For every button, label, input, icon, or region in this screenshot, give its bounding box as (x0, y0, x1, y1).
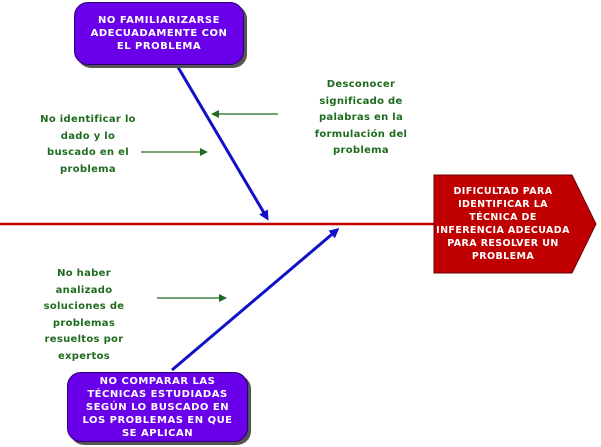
cause-box-bottom: NO COMPARAR LAS TÉCNICAS ESTUDIADAS SEGÚ… (67, 372, 248, 442)
effect-shape (433, 174, 597, 274)
cause-bottom-text: NO COMPARAR LAS TÉCNICAS ESTUDIADAS SEGÚ… (82, 375, 233, 439)
cause-box-top: NO FAMILIARIZARSE ADECUADAMENTE CON EL P… (74, 2, 244, 65)
cause-top-text: NO FAMILIARIZARSE ADECUADAMENTE CON EL P… (90, 15, 228, 52)
top-bone-arrow (173, 61, 269, 221)
sub-cause-no-haber: No haber analizado soluciones de problem… (43, 268, 125, 362)
sub-cause-desconocer: Desconocer significado de palabras en la… (314, 79, 408, 156)
bottom-bone-arrow (171, 228, 340, 372)
sub-cause-no-identificar: No identificar lo dado y lo buscado en e… (40, 114, 136, 175)
effect-text: DIFICULTAD PARA IDENTIFICAR LA TÉCNICA D… (436, 186, 570, 262)
effect-label: DIFICULTAD PARA IDENTIFICAR LA TÉCNICA D… (434, 178, 572, 270)
